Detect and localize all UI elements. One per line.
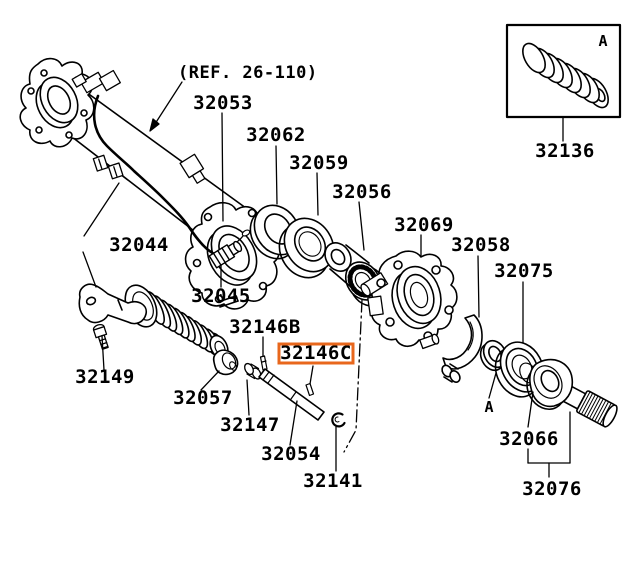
leader-32146c [309, 365, 314, 385]
detail-view-marker: A [598, 32, 607, 50]
highlight-box-32146C[interactable] [277, 342, 355, 365]
leader-32149 [101, 335, 105, 371]
cap-32057-art [212, 349, 239, 376]
part-label-32059[interactable]: 32059 [289, 152, 349, 174]
leader-washer-a [488, 372, 497, 399]
leader-32044-up [83, 182, 120, 237]
sensor-bracket-art [71, 69, 121, 94]
actuator-32044-art [78, 283, 239, 360]
axis-centerline [343, 299, 363, 453]
part-label-32141[interactable]: 32141 [303, 470, 363, 492]
tube-fitting-art [179, 153, 206, 184]
part-label-32069[interactable]: 32069 [394, 214, 454, 236]
fork-32058-art [441, 314, 483, 383]
leader-32147 [246, 379, 250, 416]
part-label-32045[interactable]: 32045 [191, 285, 251, 307]
leader-32059 [316, 172, 319, 216]
part-label-32057[interactable]: 32057 [173, 387, 233, 409]
part-label-32053[interactable]: 32053 [193, 92, 253, 114]
leader-32044-down [82, 251, 97, 288]
part-label-32058[interactable]: 32058 [451, 234, 511, 256]
pin-32146c-art [305, 382, 315, 397]
leader-32057 [200, 370, 220, 391]
part-label-32136[interactable]: 32136 [535, 140, 595, 162]
part-label-32146C[interactable]: 32146C [280, 342, 352, 364]
housing-32069-art [360, 250, 458, 350]
part-label-32056[interactable]: 32056 [332, 181, 392, 203]
leader-32056 [358, 201, 365, 251]
leader-32066-b [527, 391, 534, 428]
callouts: (REF. 26-110) A A 32053 32062 32059 3205… [75, 32, 607, 500]
leader-ref-arrowhead [149, 118, 160, 132]
coil-spring-art [522, 42, 609, 109]
snap-ring-32141-art [331, 412, 346, 428]
stub-shaft-art [526, 358, 618, 428]
rod-32054-art [258, 368, 325, 421]
bushing-32147-art [244, 362, 262, 380]
seal-32059-art [278, 217, 335, 279]
reference-note: (REF. 26-110) [178, 63, 318, 83]
part-label-32076[interactable]: 32076 [522, 478, 582, 500]
leader-32062 [275, 145, 278, 205]
part-label-32147[interactable]: 32147 [220, 414, 280, 436]
part-label-32066[interactable]: 32066 [499, 428, 559, 450]
detail-inset-box [505, 23, 622, 119]
cable-clips-art [92, 154, 124, 180]
harness-connector-art [208, 240, 243, 269]
leader-lines [82, 81, 571, 478]
part-label-32146B[interactable]: 32146B [229, 316, 301, 338]
leader-32053 [221, 112, 224, 222]
leader-ref [152, 81, 183, 128]
leader-32058 [477, 255, 480, 318]
part-label-32149[interactable]: 32149 [75, 366, 135, 388]
part-label-32075[interactable]: 32075 [494, 260, 554, 282]
part-label-32062[interactable]: 32062 [246, 124, 306, 146]
pin-32146b-art [259, 355, 268, 371]
part-label-32054[interactable]: 32054 [261, 443, 321, 465]
leader-32054 [289, 400, 298, 446]
washer-detail-marker: A [484, 398, 493, 416]
part-label-32044[interactable]: 32044 [109, 234, 169, 256]
bolt-32149-art [92, 323, 109, 350]
